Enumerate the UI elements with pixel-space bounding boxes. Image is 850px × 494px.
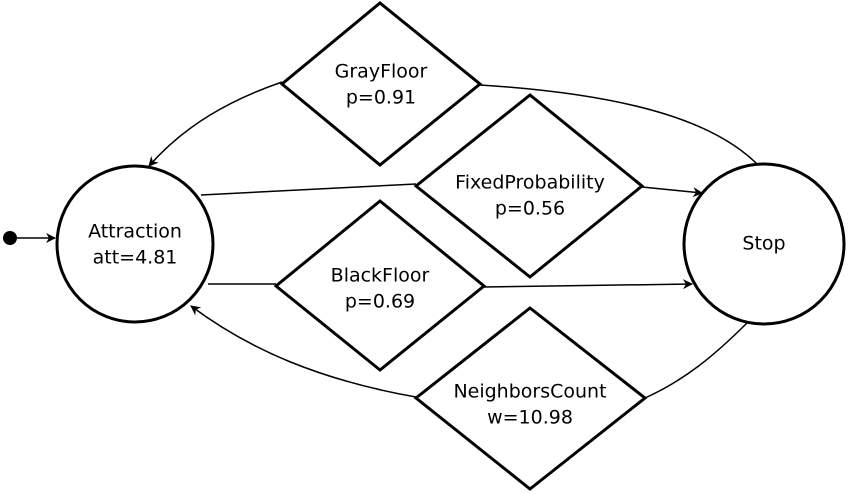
grayfloor-diamond — [279, 1, 483, 167]
grayfloor-edge-to-attraction — [148, 81, 283, 167]
stop-name: Stop — [742, 233, 785, 255]
fixedprobability-diamond — [413, 93, 645, 279]
state-stop: Stop — [682, 162, 846, 326]
neighborscount-edge-from-stop — [644, 321, 749, 399]
neighborscount-param: w=10.98 — [487, 407, 573, 429]
stop-circle — [682, 162, 846, 326]
fixedprobability-param: p=0.56 — [495, 198, 565, 220]
condition-fixedprobability: FixedProbability p=0.56 — [413, 93, 645, 279]
initial-state-dot — [3, 231, 17, 245]
fixedprobability-edge-to-stop — [641, 186, 703, 198]
attraction-circle — [55, 164, 215, 324]
blackfloor-name: BlackFloor — [331, 265, 430, 287]
state-attraction: Attraction att=4.81 — [55, 164, 215, 324]
attraction-name: Attraction — [88, 221, 182, 243]
grayfloor-edge-from-stop — [479, 84, 761, 168]
fixedprobability-name: FixedProbability — [455, 172, 605, 194]
neighborscount-name: NeighborsCount — [453, 381, 606, 403]
blackfloor-diamond — [273, 199, 487, 372]
neighborscount-edge-to-attraction — [190, 305, 417, 398]
grayfloor-param: p=0.91 — [346, 87, 416, 109]
blackfloor-param: p=0.69 — [345, 291, 415, 313]
condition-blackfloor: BlackFloor p=0.69 — [273, 199, 487, 372]
condition-neighborscount: NeighborsCount w=10.98 — [413, 306, 648, 491]
fixedprobability-edge-from-attraction — [200, 183, 417, 196]
neighborscount-diamond — [413, 306, 648, 491]
grayfloor-name: GrayFloor — [335, 61, 428, 83]
attraction-param: att=4.81 — [93, 247, 178, 269]
blackfloor-edge-to-stop — [483, 279, 693, 290]
condition-grayfloor: GrayFloor p=0.91 — [279, 1, 483, 167]
